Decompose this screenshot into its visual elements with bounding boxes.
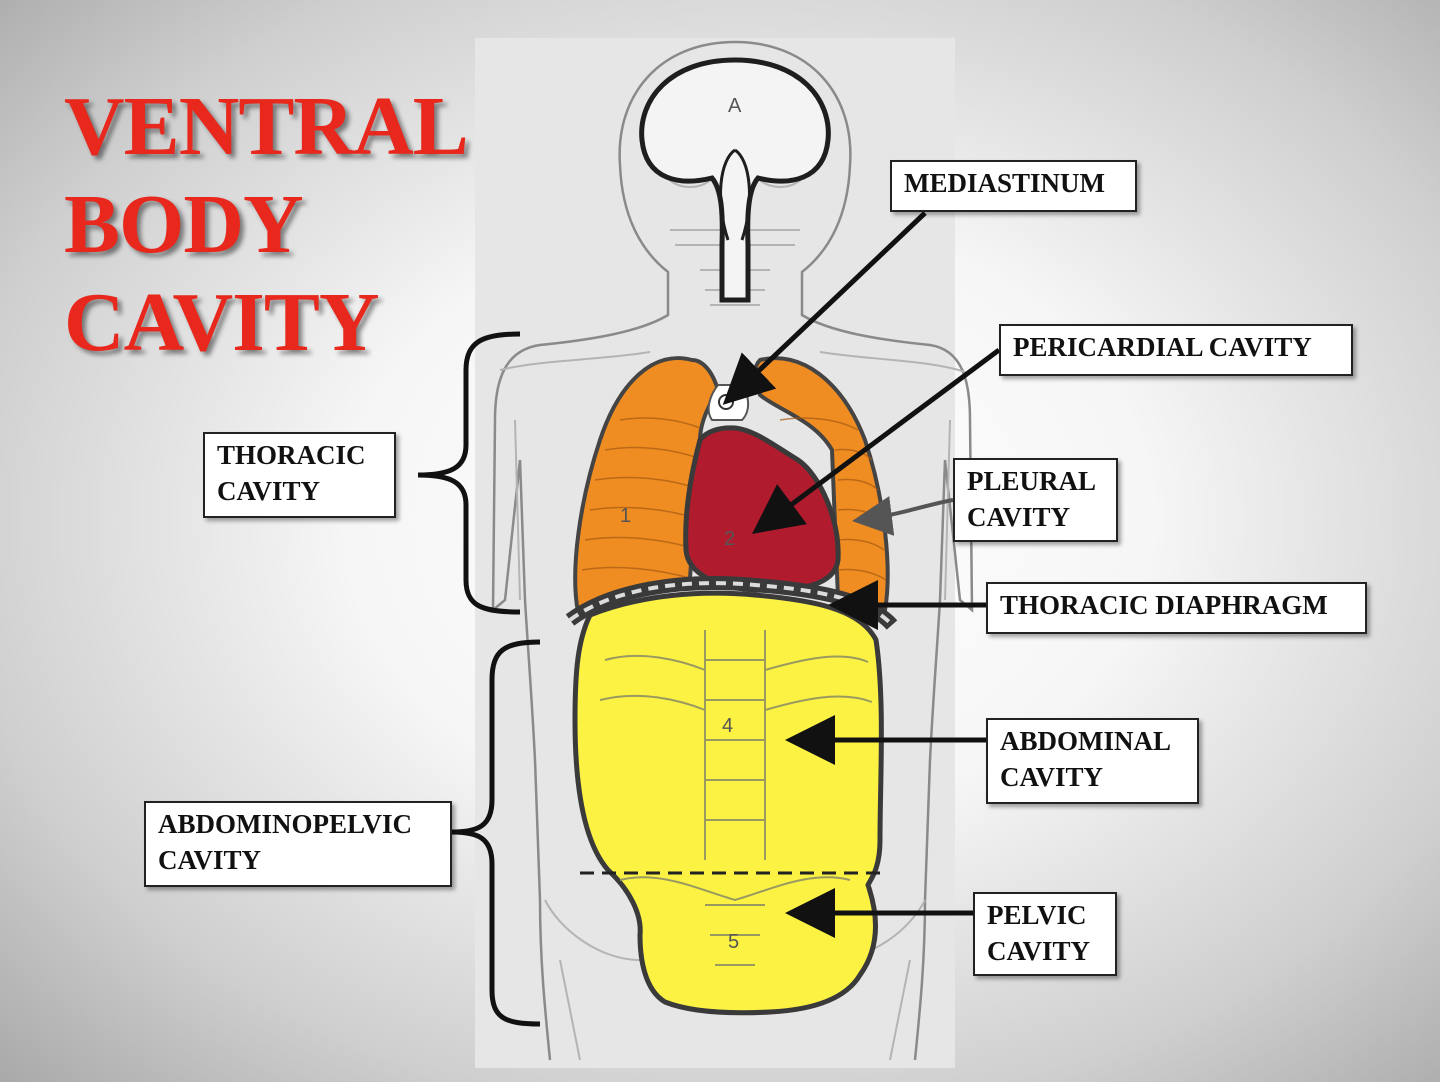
lung-stripes (581, 417, 887, 581)
abdomen-mark: 4 (722, 715, 733, 737)
skeleton-lines (499, 142, 966, 1061)
title-line-2: BODY (64, 178, 304, 271)
label-pelvic-cavity: PELVIC CAVITY (973, 892, 1117, 976)
lung-mark: 1 (620, 505, 631, 527)
mediastinum-arrow (722, 211, 927, 405)
pleural-arrow (852, 496, 954, 536)
label-abdominal-line-1: ABDOMINAL (1000, 726, 1172, 756)
mediastinum-region (707, 384, 749, 421)
label-mediastinum: MEDIASTINUM (890, 160, 1137, 212)
label-diaphragm-line-1: THORACIC DIAPHRAGM (1000, 590, 1328, 620)
label-abdominopelvic-line-2: CAVITY (158, 845, 262, 875)
heart-mark: 2 (724, 528, 735, 550)
cranial-cavity (639, 57, 831, 303)
label-pleural-line-2: CAVITY (967, 502, 1071, 532)
label-pleural-line-1: PLEURAL (967, 466, 1097, 496)
pericardial-arrow (751, 347, 1001, 534)
title-line-1: VENTRAL (64, 80, 469, 173)
label-thoracic-line-2: CAVITY (217, 476, 321, 506)
label-pleural-cavity: PLEURAL CAVITY (953, 458, 1118, 542)
label-abdominopelvic-cavity: ABDOMINOPELVIC CAVITY (144, 801, 452, 887)
label-pericardial-cavity: PERICARDIAL CAVITY (999, 324, 1353, 376)
title-line-3: CAVITY (64, 276, 380, 369)
label-mediastinum-line-1: MEDIASTINUM (904, 168, 1106, 198)
label-abdominal-line-2: CAVITY (1000, 762, 1104, 792)
pelvis-mark: 5 (728, 931, 739, 953)
thoracic-brace (417, 331, 521, 615)
cranial-mark: A (728, 95, 742, 117)
label-abdominopelvic-line-1: ABDOMINOPELVIC (158, 809, 413, 839)
label-thoracic-cavity: THORACIC CAVITY (203, 432, 396, 518)
spine-sketch (599, 630, 873, 966)
abdominopelvic-brace (451, 639, 541, 1027)
body-outline (491, 40, 974, 1061)
label-pericardial-line-1: PERICARDIAL CAVITY (1013, 332, 1312, 362)
label-abdominal-cavity: ABDOMINAL CAVITY (986, 718, 1199, 804)
slide-title: VENTRAL BODY CAVITY (64, 78, 469, 372)
label-thoracic-diaphragm: THORACIC DIAPHRAGM (986, 582, 1367, 634)
label-pelvic-line-1: PELVIC (987, 900, 1087, 930)
label-thoracic-line-1: THORACIC (217, 440, 366, 470)
label-pelvic-line-2: CAVITY (987, 936, 1091, 966)
